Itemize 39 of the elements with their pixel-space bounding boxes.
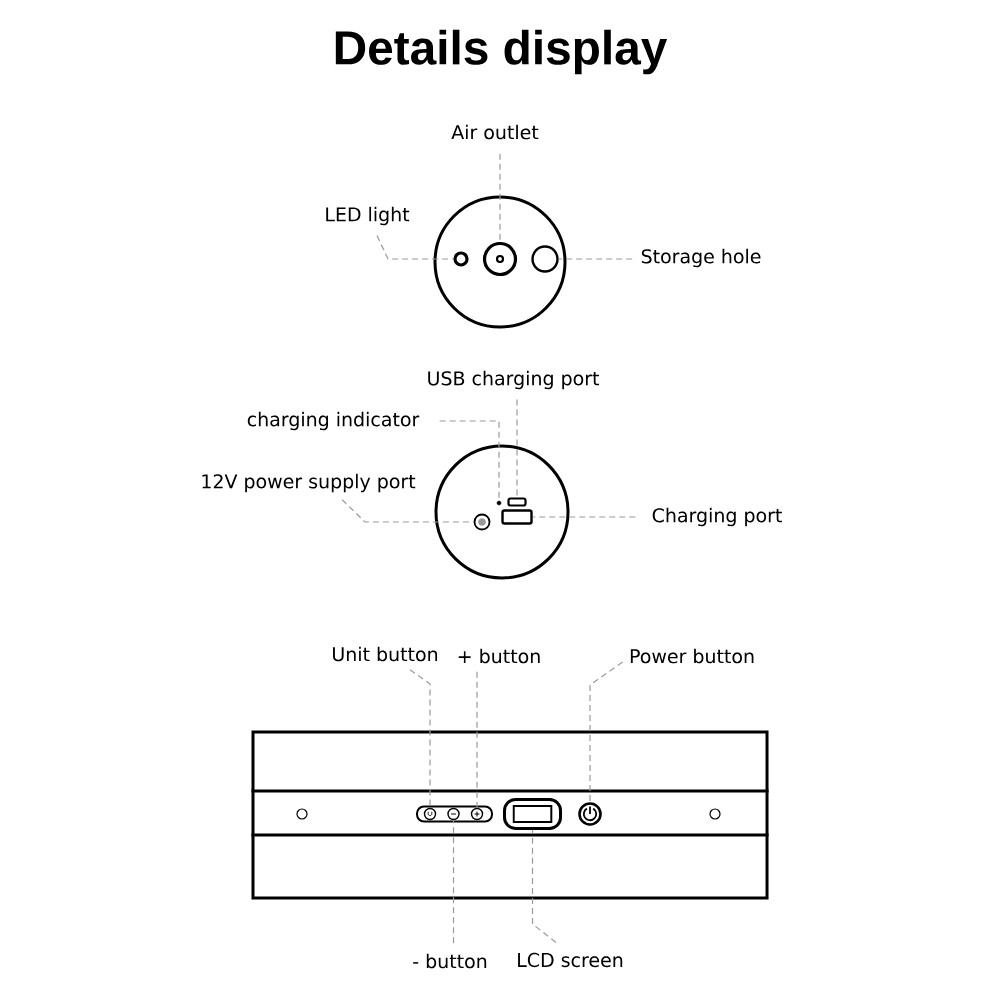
part-label: Unit button (333, 646, 438, 662)
end-face-circle (434, 444, 570, 580)
leader-line (376, 234, 454, 260)
leader-line (532, 516, 636, 518)
leader-line (452, 819, 455, 944)
part-label: Air outlet (451, 124, 539, 140)
part-label: USB charging port (428, 370, 600, 390)
power-jack (473, 513, 491, 531)
lcd-screen (503, 798, 562, 830)
leader-line (516, 398, 518, 498)
leader-line (531, 829, 557, 944)
screw-hole (709, 808, 721, 820)
power-button (578, 802, 602, 826)
led-ring (453, 251, 469, 267)
part-label: + button (458, 648, 540, 664)
leader-line (341, 498, 475, 523)
end-face-circle (433, 195, 567, 329)
usb-port (507, 497, 527, 507)
screw-hole (296, 808, 308, 820)
part-label: - button (413, 953, 487, 969)
leader-line (476, 671, 478, 809)
device-body (251, 730, 769, 900)
title: Details display (335, 29, 668, 75)
part-label: LED light (326, 206, 410, 226)
part-label: charging indicator (247, 411, 420, 431)
part-label: Power button (630, 648, 754, 664)
leader-line (589, 661, 624, 803)
part-label: LCD screen (518, 952, 623, 968)
part-label: Charging port (652, 507, 782, 527)
charging-port (501, 509, 533, 525)
minus-button (447, 807, 460, 821)
part-label: Storage hole (641, 248, 761, 268)
storage-hole (531, 245, 559, 273)
leader-line (558, 258, 633, 260)
unit-button (423, 807, 437, 821)
plus-button (470, 807, 484, 821)
air-outlet (482, 241, 518, 277)
part-label: 12V power supply port (202, 473, 416, 493)
leader-line (499, 153, 501, 243)
